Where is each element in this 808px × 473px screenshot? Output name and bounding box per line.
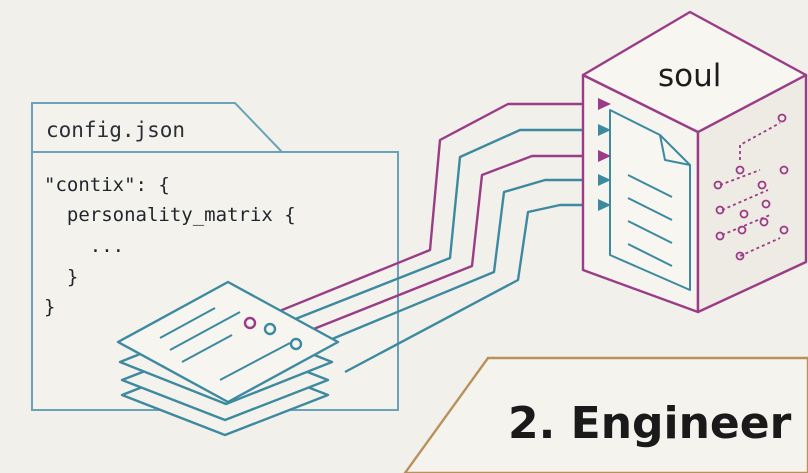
wire-arrowhead xyxy=(598,98,611,110)
soul-document-line xyxy=(627,243,673,267)
soul-box-top-face xyxy=(581,10,808,134)
section-heading: 2. Engineer xyxy=(508,398,792,449)
section-heading-frame xyxy=(403,356,808,473)
code-line-5: } xyxy=(44,296,55,318)
soul-label: soul xyxy=(658,58,721,94)
stack-node-teal xyxy=(289,337,303,351)
stack-node-teal xyxy=(263,322,277,336)
stacked-documents-icon xyxy=(116,280,340,437)
stack-text-line xyxy=(159,307,216,339)
code-line-4: } xyxy=(44,266,78,288)
wire-magenta-2 xyxy=(295,154,605,338)
code-line-2: personality_matrix { xyxy=(44,204,296,226)
wire-arrowhead xyxy=(598,174,611,186)
wire-teal-1 xyxy=(269,128,605,331)
wire-magenta-1 xyxy=(249,102,605,325)
stack-layer-top xyxy=(116,280,340,404)
stack-node-magenta xyxy=(243,316,257,330)
section-heading-panel: 2. Engineer xyxy=(403,356,808,473)
wire-teal-3 xyxy=(344,203,605,374)
stack-text-line xyxy=(169,311,241,351)
wire-arrowhead xyxy=(598,150,611,162)
soul-document-line xyxy=(627,220,673,244)
code-line-3: ... xyxy=(44,235,124,257)
config-file-panel: config.json "contix": { personality_matr… xyxy=(31,102,399,411)
connector-wires xyxy=(249,102,605,374)
soul-file-box-icon: soul xyxy=(581,10,808,314)
config-file-name: config.json xyxy=(46,118,185,142)
wire-arrowhead xyxy=(598,124,611,136)
stack-text-line xyxy=(219,342,291,381)
soul-document-line xyxy=(627,197,673,221)
soul-circuit-pattern xyxy=(713,113,789,261)
stack-text-line xyxy=(181,334,233,363)
wire-teal-2 xyxy=(319,178,605,346)
wire-arrowhead xyxy=(598,199,611,211)
code-line-1: "contix": { xyxy=(44,174,170,196)
soul-document-line xyxy=(627,174,673,198)
soul-document-fold xyxy=(659,134,691,166)
